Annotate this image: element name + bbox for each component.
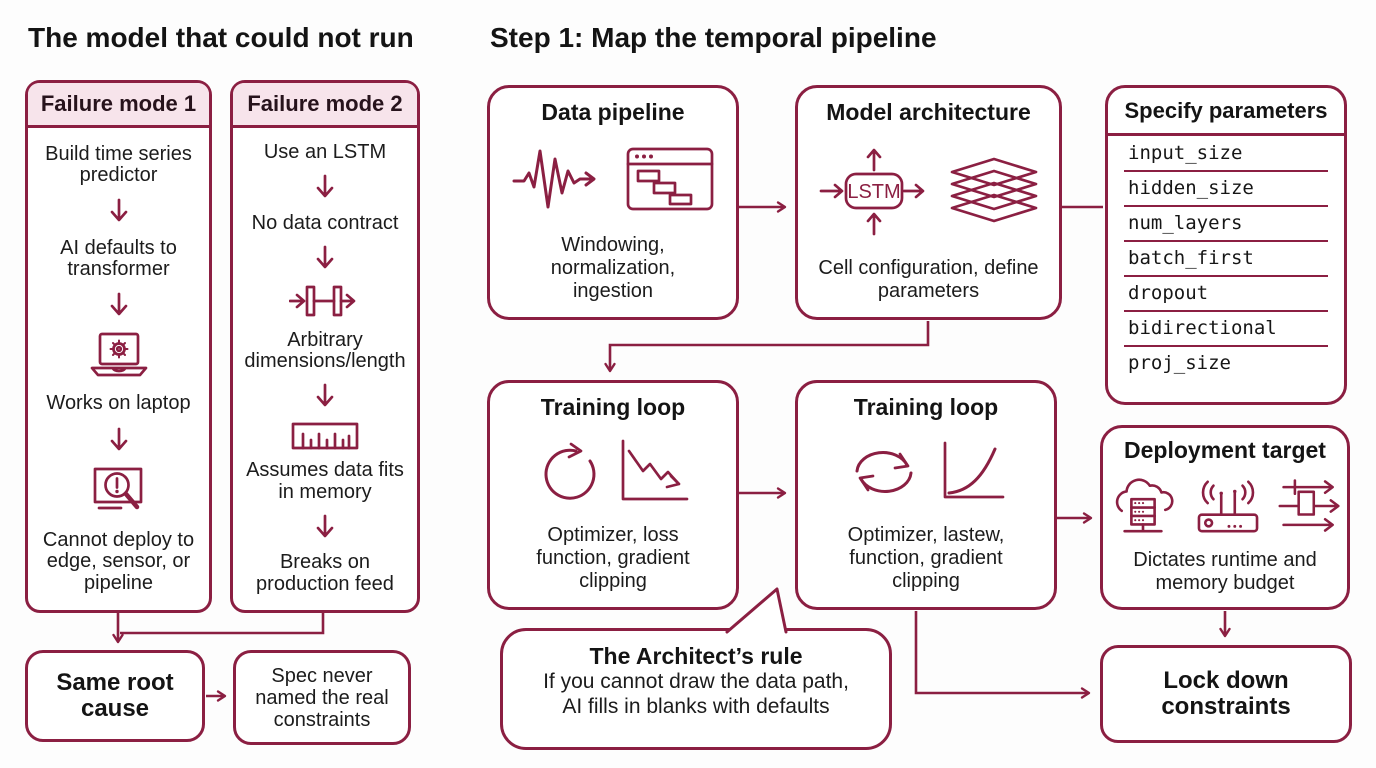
training-loop-2-icons	[847, 419, 1005, 524]
magnifier-alert-icon	[93, 467, 142, 510]
fm1-step-2: AI defaults to transformer	[60, 236, 177, 281]
fm1-step-3: Works on laptop	[46, 392, 191, 415]
deployment-target-icons	[1106, 462, 1344, 549]
fm2-step-5: Breaks on production feed	[256, 551, 394, 595]
cloud-server-icon	[1115, 478, 1174, 533]
param-item: num_layers	[1124, 207, 1328, 242]
param-item: hidden_size	[1124, 172, 1328, 207]
waveform-icon	[512, 149, 596, 209]
failure-mode-2-header: Failure mode 2	[233, 83, 417, 128]
specify-parameters-list: input_size hidden_size num_layers batch_…	[1108, 136, 1344, 380]
architects-rule-title: The Architect’s rule	[589, 643, 803, 669]
specify-parameters-title: Specify parameters	[1108, 88, 1344, 136]
lstm-cell-label: LSTM	[847, 181, 900, 203]
model-architecture-caption: Cell configuration, define parameters	[818, 257, 1039, 302]
training-loop-1-icons	[535, 419, 691, 524]
deployment-target-box: Deployment target	[1100, 425, 1350, 610]
param-item: input_size	[1124, 137, 1328, 172]
router-icon	[1197, 480, 1259, 533]
training-loop-2-title: Training loop	[853, 394, 999, 420]
fm2-step-2: No data contract	[251, 211, 399, 234]
fm2-step-3: Arbitrary dimensions/length	[244, 328, 406, 373]
down-arrow-icon	[110, 293, 127, 316]
same-root-cause-box: Same root cause	[25, 650, 205, 742]
connector-model-to-training1	[604, 321, 930, 373]
training-loop-2-caption: Optimizer, lastew, function, gradient cl…	[847, 524, 1005, 592]
param-item: dropout	[1124, 277, 1328, 312]
ruler-icon	[291, 422, 359, 450]
fm2-step-1: Use an LSTM	[263, 141, 387, 164]
connector-fm2-to-junction	[120, 613, 325, 635]
spec-never-label: Spec never named the real constraints	[255, 664, 389, 731]
left-section-title: The model that could not run	[28, 22, 414, 53]
stream-arrows-icon	[1278, 478, 1340, 532]
architects-rule-line1: If you cannot draw the data path,	[543, 670, 849, 693]
failure-mode-1-body: Build time series predictor AI defaults …	[28, 128, 209, 610]
failure-mode-1-header: Failure mode 1	[28, 83, 209, 128]
model-architecture-icons: LSTM	[818, 124, 1040, 257]
param-item: batch_first	[1124, 242, 1328, 277]
architects-rule-line2: AI fills in blanks with defaults	[562, 694, 830, 718]
training-loop-2-box: Training loop Optimizer, lastew, functio…	[795, 380, 1057, 610]
right-section-title: Step 1: Map the temporal pipeline	[490, 22, 937, 53]
connector-training2-to-lockdown	[914, 611, 1091, 699]
fm1-step-1: Build time series predictor	[45, 142, 192, 187]
window-schedule-icon	[626, 147, 714, 211]
data-pipeline-box: Data pipeline Windowing, normalization, …	[487, 85, 739, 320]
dimension-arrows-icon	[289, 286, 356, 317]
failure-mode-1-box: Failure mode 1 Build time series predict…	[25, 80, 212, 613]
data-pipeline-title: Data pipeline	[541, 99, 685, 125]
param-item: bidirectional	[1124, 312, 1328, 347]
loop-arrow-icon	[544, 442, 596, 500]
loss-curve-icon	[621, 439, 689, 500]
down-arrow-icon	[110, 427, 127, 450]
fm1-step-4: Cannot deploy to edge, sensor, or pipeli…	[42, 528, 195, 594]
lock-down-constraints-label: Lock down constraints	[1161, 666, 1291, 720]
deployment-target-caption: Dictates runtime and memory budget	[1133, 549, 1317, 594]
lstm-cell-icon: LSTM	[819, 148, 924, 235]
down-arrow-icon	[316, 175, 334, 198]
deployment-target-title: Deployment target	[1124, 437, 1326, 463]
fm2-step-4: Assumes data fits in memory	[246, 459, 404, 503]
sync-arrows-icon	[855, 450, 913, 493]
param-item: proj_size	[1128, 352, 1231, 374]
specify-parameters-box: Specify parameters input_size hidden_siz…	[1105, 85, 1347, 405]
training-loop-1-box: Training loop Optimizer, loss function, …	[487, 380, 739, 610]
growth-curve-icon	[943, 441, 1005, 498]
data-pipeline-caption: Windowing, normalization, ingestion	[550, 234, 676, 302]
data-pipeline-icons	[512, 124, 714, 234]
laptop-gear-icon	[90, 332, 147, 377]
same-root-cause-label: Same root cause	[56, 668, 174, 722]
down-arrow-icon	[110, 198, 127, 222]
architects-rule-bubble: The Architect’s rule If you cannot draw …	[500, 628, 892, 750]
model-architecture-title: Model architecture	[826, 99, 1031, 125]
failure-mode-2-box: Failure mode 2 Use an LSTM No data contr…	[230, 80, 420, 613]
failure-mode-2-body: Use an LSTM No data contract Arbitrary d…	[233, 128, 417, 610]
model-architecture-box: Model architecture LSTM Cell configurati…	[795, 85, 1062, 320]
down-arrow-icon	[316, 245, 334, 269]
down-arrow-icon	[316, 514, 334, 538]
spec-never-box: Spec never named the real constraints	[233, 650, 411, 745]
layers-stack-icon	[950, 157, 1037, 222]
lock-down-constraints-box: Lock down constraints	[1100, 645, 1352, 743]
down-arrow-icon	[316, 384, 334, 407]
training-loop-1-caption: Optimizer, loss function, gradient clipp…	[536, 524, 690, 592]
training-loop-1-title: Training loop	[540, 394, 686, 420]
